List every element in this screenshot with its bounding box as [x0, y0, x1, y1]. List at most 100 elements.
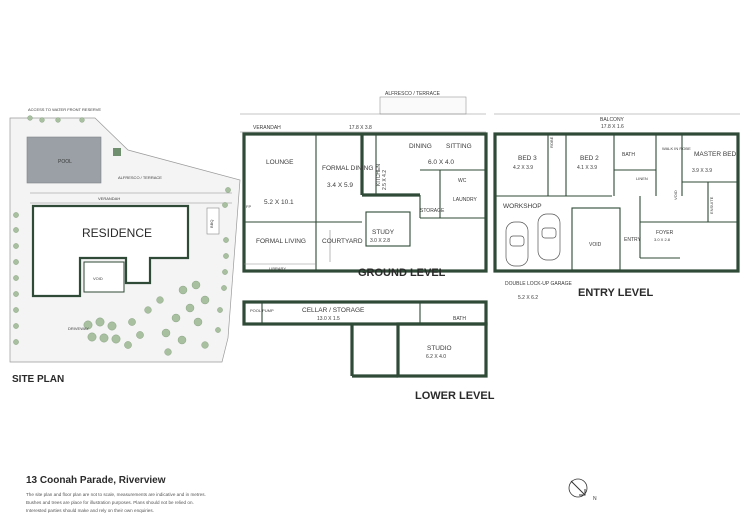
el-master-bed-dim: 3.9 X 3.9	[692, 168, 712, 174]
tree	[136, 331, 144, 339]
ll-cellar-dim: 13.0 X 1.5	[317, 316, 340, 322]
el-workshop-label: WORKSHOP	[503, 203, 542, 210]
trees	[13, 115, 231, 356]
car-windscreen	[541, 227, 557, 239]
tree	[191, 280, 201, 290]
tree	[111, 334, 121, 344]
ll-bath-label: BATH	[453, 316, 466, 322]
disclaimer-line-2: Bushes and trees are place for illustrat…	[26, 500, 194, 505]
tree	[171, 313, 181, 323]
gl-courtyard-label: COURTYARD	[322, 238, 363, 245]
el-bed3-dim: 4.2 X 3.9	[513, 165, 533, 171]
tree	[185, 303, 195, 313]
lower-level-title: LOWER LEVEL	[415, 390, 495, 402]
tree	[200, 295, 210, 305]
tree	[193, 317, 203, 327]
site-verandah-label: VERANDAH	[98, 196, 120, 201]
tree	[221, 285, 227, 291]
tree	[13, 275, 19, 281]
alfresco-terrace	[379, 96, 467, 115]
void-area	[83, 261, 125, 293]
site-alfresco-label: ALFRESCO / TERRACE	[118, 175, 162, 180]
el-void-label: VOID	[589, 242, 602, 248]
void-walls	[571, 207, 621, 271]
tree	[13, 323, 19, 329]
tree	[87, 332, 97, 342]
tree	[144, 306, 152, 314]
ll-pool-pump-label: POOL PUMP	[250, 308, 274, 313]
north-arrow: N	[568, 478, 597, 502]
gl-kitchen-dim: 2.5 X 4.2	[382, 170, 388, 190]
el-robe-label: ROBE	[549, 136, 554, 148]
tree	[201, 341, 209, 349]
tree	[13, 291, 19, 297]
ground-outer-wall	[242, 132, 488, 273]
tree	[128, 318, 136, 326]
gl-verandah-dim: 17.8 X 3.8	[349, 125, 372, 131]
site-plan: ACCESS TO WATER FRONT RESERVE POOL ALFRE…	[9, 107, 241, 385]
el-garage-dim: 5.2 X 6.2	[518, 295, 538, 301]
gl-verandah-label: VERANDAH	[253, 125, 281, 131]
el-foyer-dim: 3.0 X 2.8	[654, 237, 671, 242]
pool-equipment	[113, 148, 121, 156]
site-access-label: ACCESS TO WATER FRONT RESERVE	[28, 107, 101, 112]
tree	[161, 328, 171, 338]
site-plan-title: SITE PLAN	[12, 374, 64, 385]
tree	[55, 117, 61, 123]
tree	[223, 237, 229, 243]
compass-circle-icon	[568, 478, 588, 498]
ll-studio-dim: 6.2 X 4.0	[426, 354, 446, 360]
car-windscreen	[509, 235, 525, 247]
property-address: 13 Coonah Parade, Riverview	[26, 475, 166, 486]
gl-sitting-label: SITTING	[446, 143, 472, 150]
north-label: N	[593, 496, 597, 502]
site-bbq-label: BBQ	[209, 220, 214, 228]
el-entry-label: ENTRY	[624, 237, 642, 243]
el-ensuite-label: ENSUITE	[709, 196, 714, 214]
study-walls	[365, 211, 411, 247]
gl-wc-label: WC	[458, 178, 467, 184]
tree	[222, 269, 228, 275]
el-balcony-label: BALCONY	[600, 117, 625, 123]
entry-level-title: ENTRY LEVEL	[578, 287, 653, 299]
tree	[222, 202, 228, 208]
el-master-bed-label: MASTER BED	[694, 151, 737, 158]
tree	[178, 285, 188, 295]
arrow-head-icon	[579, 489, 586, 496]
el-bed2-label: BED 2	[580, 155, 599, 162]
site-residence-label: RESIDENCE	[82, 226, 152, 240]
disclaimer-line-3: Interested parties should make and rely …	[26, 508, 154, 513]
garage-cars	[505, 213, 561, 267]
gl-storage-label: STORAGE	[420, 208, 445, 214]
gl-dining-label: DINING	[409, 143, 432, 150]
site-pool-label: POOL	[58, 159, 72, 165]
bbq-area	[206, 207, 220, 235]
gl-study-dim: 3.0 X 2.8	[370, 238, 390, 244]
el-walk-in-robe-label: WALK IN ROBE	[662, 146, 691, 151]
tree	[223, 253, 229, 259]
tree	[83, 320, 93, 330]
el-bath-label: BATH	[622, 152, 635, 158]
tree	[13, 227, 19, 233]
tree	[13, 339, 19, 345]
gl-alfresco-label: ALFRESCO / TERRACE	[385, 91, 441, 97]
north-arrow-icon	[570, 480, 586, 496]
gl-kitchen-label: KITCHEN	[376, 164, 382, 186]
pool	[26, 136, 102, 184]
tree	[13, 259, 19, 265]
tree	[39, 117, 45, 123]
gl-lounge-label: LOUNGE	[266, 159, 294, 166]
tree	[225, 187, 231, 193]
site-driveway-label: DRIVEWAY	[68, 326, 89, 331]
el-void-small-label: VOID	[673, 190, 678, 200]
tree	[27, 115, 33, 121]
entry-level-plan: BALCONY 17.8 X 1.6 BED 3 4.2 X 3.9 BED 2…	[493, 113, 740, 301]
gl-study-label: STUDY	[372, 229, 395, 236]
el-bed2-dim: 4.1 X 3.9	[577, 165, 597, 171]
site-void-label: VOID	[93, 276, 103, 281]
entry-outer-wall	[493, 132, 740, 273]
tree	[107, 321, 117, 331]
tree	[13, 307, 19, 313]
gl-lounge-dim: 5.2 X 10.1	[264, 199, 294, 206]
